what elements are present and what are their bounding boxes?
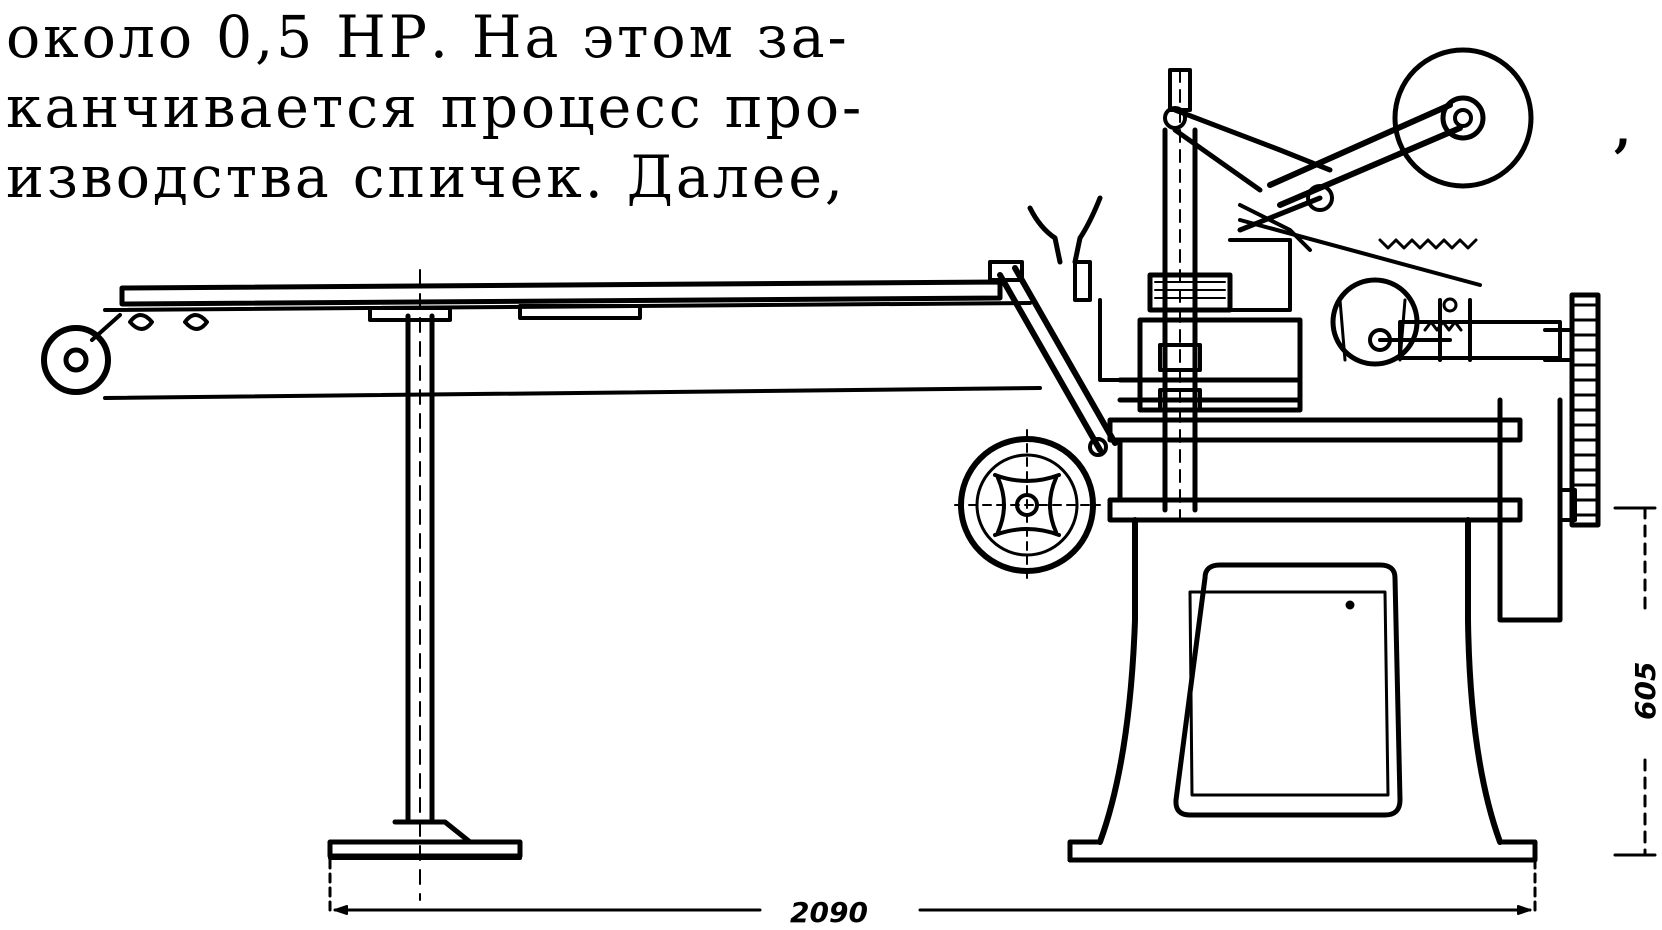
upper-arm-assembly xyxy=(1163,47,1534,287)
body-text: около 0,5 НР. На этом за- канчивается пр… xyxy=(6,2,926,212)
text-line-1: около 0,5 НР. На этом за- xyxy=(6,3,850,71)
right-gear xyxy=(1543,292,1601,528)
text-line-2: канчивается процесс про- xyxy=(6,73,865,141)
dimension-height-label: 605 xyxy=(1629,662,1662,720)
handwheel-assembly xyxy=(954,260,1118,581)
dimension-length: 2090 xyxy=(328,858,1537,929)
shaft-assembly xyxy=(1330,277,1562,367)
end-roller xyxy=(41,325,111,395)
stray-mark: , xyxy=(1614,99,1632,158)
conveyor-table xyxy=(41,269,1042,901)
text-line-3: изводства спичек. Далее, xyxy=(6,143,846,211)
dimension-height: 605 xyxy=(1613,506,1662,857)
crank-handles xyxy=(1027,195,1103,302)
machine-body xyxy=(1067,68,1563,863)
dimension-length-label: 2090 xyxy=(790,896,868,929)
upper-disc xyxy=(1392,47,1534,189)
